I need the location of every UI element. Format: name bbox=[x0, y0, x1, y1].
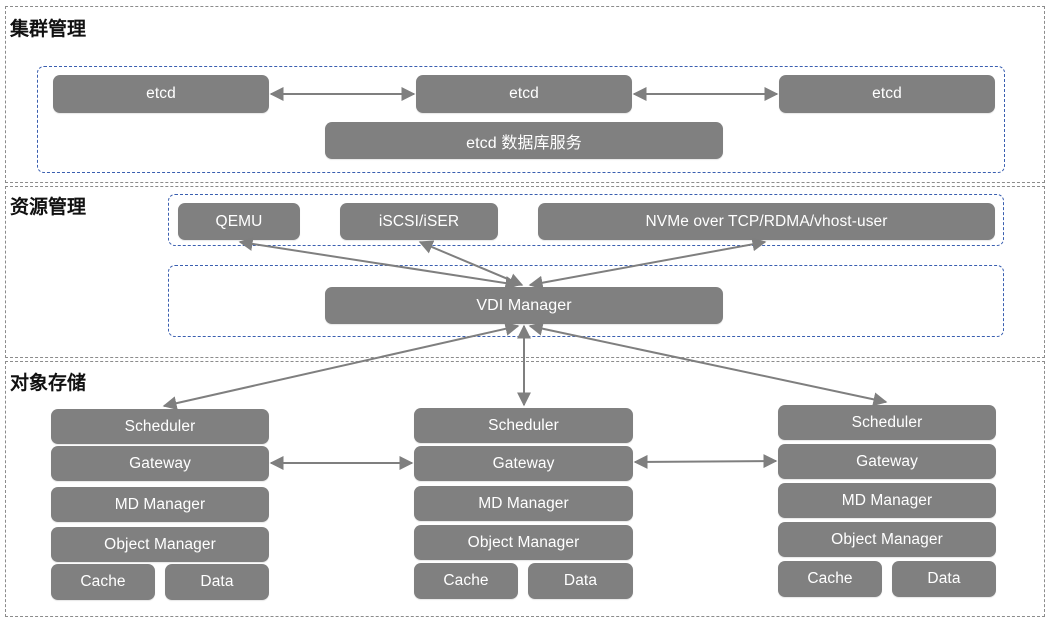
node-cache-3[interactable]: Cache bbox=[778, 561, 882, 597]
node-vdi-manager[interactable]: VDI Manager bbox=[325, 287, 723, 324]
node-gateway-3[interactable]: Gateway bbox=[778, 444, 996, 479]
node-object-manager-1[interactable]: Object Manager bbox=[51, 527, 269, 562]
group-etcd-cluster bbox=[37, 66, 1005, 173]
node-gateway-1[interactable]: Gateway bbox=[51, 446, 269, 481]
node-data-3[interactable]: Data bbox=[892, 561, 996, 597]
node-cache-2[interactable]: Cache bbox=[414, 563, 518, 599]
node-etcd-1[interactable]: etcd bbox=[53, 75, 269, 113]
node-scheduler-3[interactable]: Scheduler bbox=[778, 405, 996, 440]
node-cache-1[interactable]: Cache bbox=[51, 564, 155, 600]
node-iscsi-iser[interactable]: iSCSI/iSER bbox=[340, 203, 498, 240]
node-etcd-3[interactable]: etcd bbox=[779, 75, 995, 113]
node-gateway-2[interactable]: Gateway bbox=[414, 446, 633, 481]
section-cluster-management-label: 集群管理 bbox=[10, 19, 87, 40]
node-md-manager-1[interactable]: MD Manager bbox=[51, 487, 269, 522]
section-resource-management-label: 资源管理 bbox=[10, 197, 87, 218]
node-data-2[interactable]: Data bbox=[528, 563, 633, 599]
node-object-manager-3[interactable]: Object Manager bbox=[778, 522, 996, 557]
node-nvme-over-tcp-rdma-vhost-user[interactable]: NVMe over TCP/RDMA/vhost-user bbox=[538, 203, 995, 240]
node-scheduler-1[interactable]: Scheduler bbox=[51, 409, 269, 444]
section-cluster-management bbox=[5, 6, 1045, 183]
node-data-1[interactable]: Data bbox=[165, 564, 269, 600]
node-etcd-database-service[interactable]: etcd 数据库服务 bbox=[325, 122, 723, 159]
node-scheduler-2[interactable]: Scheduler bbox=[414, 408, 633, 443]
node-md-manager-3[interactable]: MD Manager bbox=[778, 483, 996, 518]
node-etcd-2[interactable]: etcd bbox=[416, 75, 632, 113]
node-object-manager-2[interactable]: Object Manager bbox=[414, 525, 633, 560]
section-object-storage-label: 对象存储 bbox=[10, 373, 87, 394]
node-qemu[interactable]: QEMU bbox=[178, 203, 300, 240]
node-md-manager-2[interactable]: MD Manager bbox=[414, 486, 633, 521]
